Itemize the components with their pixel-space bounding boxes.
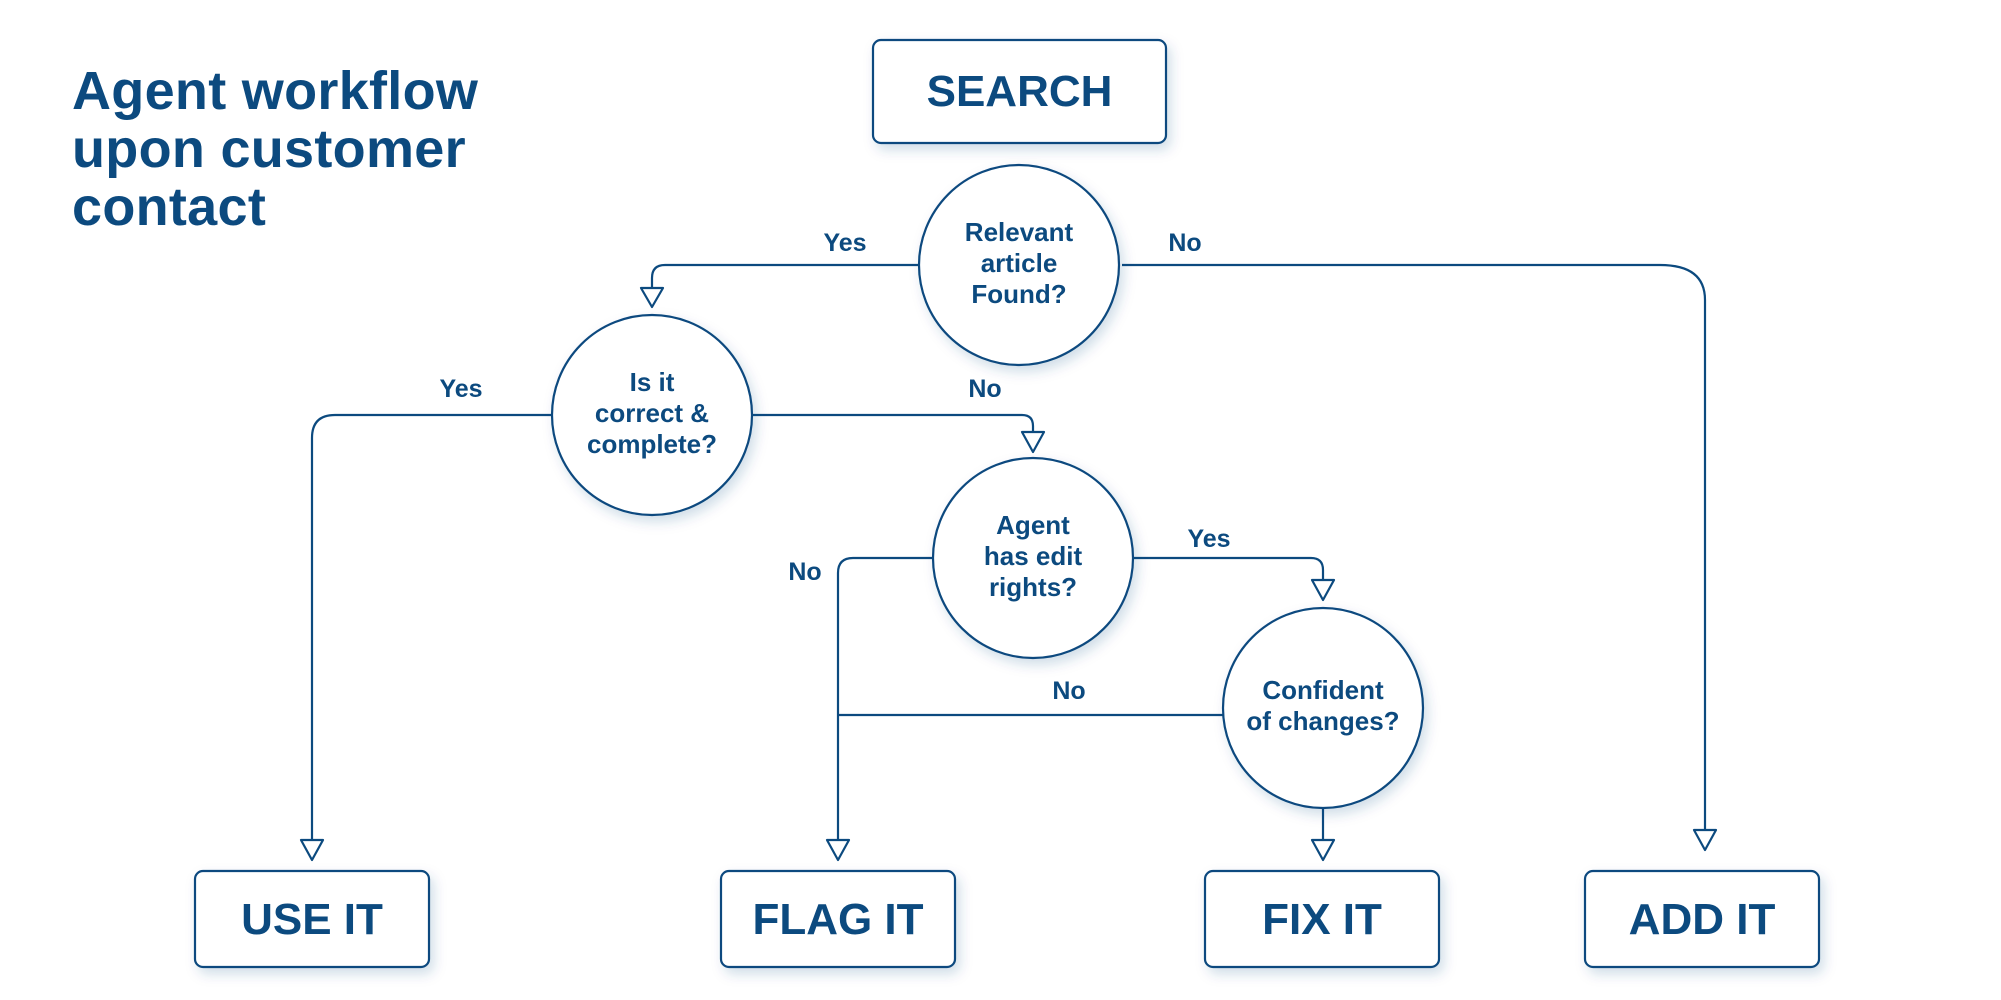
decision-correct-line-3: complete? — [587, 429, 717, 459]
box-add-it: ADD IT — [1583, 869, 1821, 969]
box-use-it: USE IT — [193, 869, 431, 969]
edge-correct-no — [753, 413, 1035, 432]
decision-confident-changes: Confident of changes? — [1221, 606, 1425, 810]
arrowhead-confident — [1310, 578, 1336, 602]
decision-relevant-line-3: Found? — [971, 279, 1066, 309]
edge-label-relevant-yes: Yes — [823, 229, 866, 257]
title-line-1: Agent workflow — [72, 61, 479, 121]
arrowhead-fix-it — [1310, 838, 1336, 862]
edge-relevant-no — [1122, 263, 1707, 830]
decision-relevant-line-2: article — [981, 248, 1058, 278]
box-search: SEARCH — [871, 38, 1168, 145]
decision-correct-complete: Is it correct & complete? — [550, 313, 754, 517]
arrowhead-use-it — [299, 838, 325, 862]
box-flag-it: FLAG IT — [719, 869, 957, 969]
arrowhead-flag-it — [825, 838, 851, 862]
arrowhead-add-it — [1692, 828, 1718, 852]
title-line-3: contact — [72, 177, 267, 237]
box-flag-it-label: FLAG IT — [752, 895, 923, 944]
decision-rights-line-1: Agent — [996, 510, 1070, 540]
decision-rights-line-3: rights? — [989, 572, 1077, 602]
decision-correct-line-2: correct & — [595, 398, 709, 428]
edge-label-rights-no: No — [788, 558, 821, 586]
diagram-title: Agent workflow upon customer contact — [72, 62, 632, 236]
edge-label-relevant-no: No — [1168, 229, 1201, 257]
box-add-it-label: ADD IT — [1629, 895, 1776, 944]
title-line-2: upon customer — [72, 119, 466, 179]
box-fix-it: FIX IT — [1203, 869, 1441, 969]
decision-edit-rights: Agent has edit rights? — [931, 456, 1135, 660]
arrowheads — [299, 286, 1718, 862]
arrowhead-correct — [639, 286, 665, 309]
edge-label-correct-no: No — [968, 375, 1001, 403]
decision-relevant-article: Relevant article Found? — [917, 163, 1121, 367]
box-search-label: SEARCH — [927, 67, 1113, 116]
edge-label-rights-yes: Yes — [1187, 525, 1230, 553]
connectors — [310, 263, 1707, 840]
edge-rights-no — [836, 556, 934, 840]
edge-rights-yes — [1134, 556, 1325, 580]
decision-correct-line-1: Is it — [630, 367, 675, 397]
decision-confident-line-2: of changes? — [1246, 706, 1399, 736]
edge-correct-yes — [310, 413, 553, 840]
arrowhead-rights — [1020, 430, 1046, 454]
box-use-it-label: USE IT — [241, 895, 383, 944]
edge-label-correct-yes: Yes — [439, 375, 482, 403]
edge-relevant-yes — [650, 263, 922, 288]
decision-relevant-line-1: Relevant — [965, 217, 1074, 247]
box-fix-it-label: FIX IT — [1262, 895, 1382, 944]
decision-rights-line-2: has edit — [984, 541, 1083, 571]
edge-label-confident-no: No — [1052, 677, 1085, 705]
decision-confident-line-1: Confident — [1262, 675, 1384, 705]
